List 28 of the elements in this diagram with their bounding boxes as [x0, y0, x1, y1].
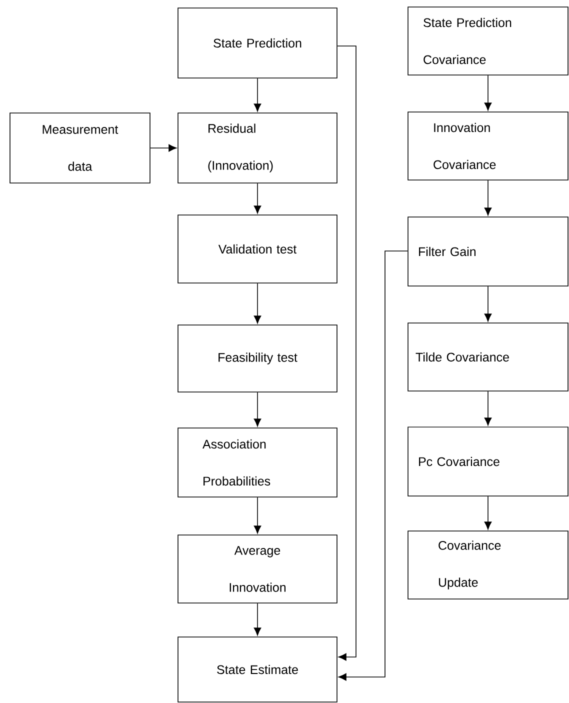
- arrow: [254, 183, 262, 214]
- process-box: Measurement data: [10, 112, 150, 184]
- arrow: [484, 391, 492, 426]
- arrow: [338, 250, 408, 681]
- process-box: State Prediction Covariance: [408, 6, 568, 76]
- arrow: [337, 46, 356, 661]
- arrow: [484, 286, 492, 322]
- arrow: [150, 144, 177, 152]
- process-box: Feasibility test: [178, 324, 338, 392]
- arrow: [484, 496, 492, 530]
- process-box: Tilde Covariance: [408, 322, 568, 392]
- process-box: Residual (Innovation): [178, 112, 338, 184]
- process-box: Filter Gain: [408, 216, 568, 286]
- process-box: Innovation Covariance: [408, 112, 568, 180]
- arrow: [254, 283, 262, 324]
- process-box: State Prediction: [178, 8, 338, 78]
- arrow: [254, 603, 262, 636]
- arrow: [484, 75, 492, 111]
- process-box: Pc Covariance: [408, 426, 568, 496]
- process-box: Average Innovation: [178, 534, 338, 604]
- arrow: [254, 497, 262, 534]
- arrow: [254, 392, 262, 427]
- process-box: State Estimate: [178, 636, 338, 702]
- arrow: [254, 78, 262, 112]
- process-box: Covariance Update: [408, 530, 568, 600]
- process-box: Association Probabilities: [178, 428, 338, 498]
- arrow: [484, 180, 492, 216]
- process-box: Validation test: [178, 214, 338, 284]
